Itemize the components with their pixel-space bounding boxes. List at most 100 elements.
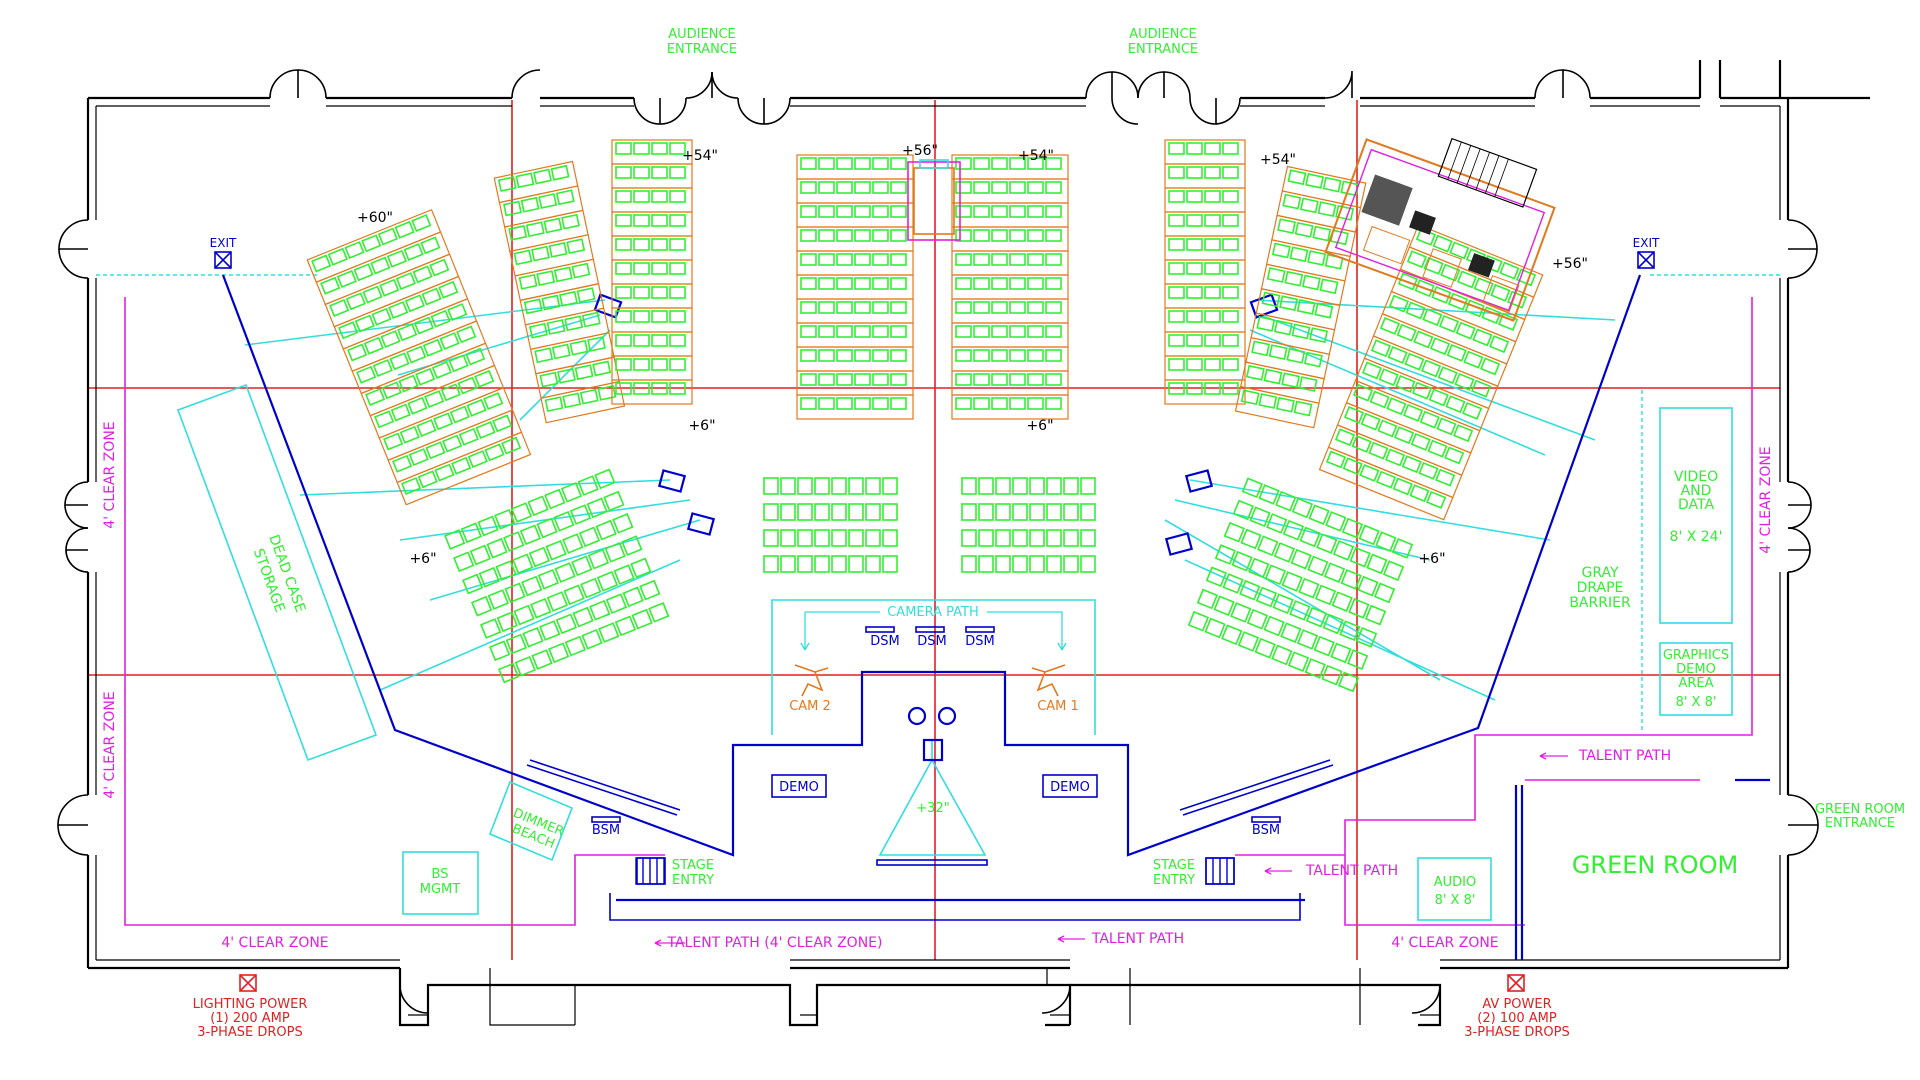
- seat: [596, 570, 619, 592]
- seat: [1401, 455, 1422, 474]
- control-booth: [1324, 137, 1556, 322]
- seat: [633, 166, 650, 179]
- seat: [615, 214, 632, 227]
- seat: [1027, 349, 1044, 362]
- seat: [1411, 381, 1433, 400]
- seat: [386, 249, 407, 268]
- seat: [955, 325, 972, 338]
- seat: [1395, 374, 1416, 393]
- seat: [589, 599, 611, 621]
- seat: [1449, 241, 1470, 260]
- talent-path-bottom-right: TALENT PATH: [1091, 931, 1184, 947]
- seat: [1382, 560, 1405, 581]
- seat: [503, 531, 525, 552]
- seat: [1204, 166, 1221, 179]
- seat: [1426, 490, 1447, 509]
- seat: [1045, 181, 1062, 194]
- stage-entry-steps: [635, 857, 1235, 885]
- bs-mgmt-1: BS: [432, 867, 449, 882]
- seat: [1293, 400, 1313, 417]
- seat: [1027, 301, 1044, 314]
- clear-zone-left-top: 4' CLEAR ZONE: [102, 421, 118, 528]
- seat: [1341, 517, 1364, 539]
- seat: [973, 349, 990, 362]
- seat: [1186, 142, 1203, 155]
- bsm-label-right: BSM: [1252, 823, 1280, 838]
- seat: [854, 373, 871, 386]
- riser-height-56-center: +56": [902, 143, 938, 159]
- seat: [814, 529, 830, 547]
- cam-2-label: CAM 2: [789, 699, 831, 714]
- seat: [1388, 294, 1410, 313]
- seat: [458, 427, 479, 446]
- seat: [669, 358, 686, 371]
- seat: [353, 263, 374, 282]
- seat: [1331, 591, 1353, 613]
- seat-block: [493, 160, 626, 424]
- seat: [1473, 277, 1494, 296]
- seat: [1516, 268, 1537, 287]
- riser-row: [796, 394, 914, 420]
- seat: [392, 454, 413, 473]
- seat: [1287, 651, 1310, 673]
- seat: [521, 575, 543, 597]
- video-data-size: 8' X 24': [1670, 529, 1723, 545]
- seat: [836, 349, 853, 362]
- seat: [1366, 553, 1388, 575]
- seat: [1012, 555, 1028, 573]
- av-power-1: AV POWER: [1482, 997, 1551, 1012]
- seat: [1375, 531, 1397, 552]
- seat: [1256, 316, 1276, 332]
- seat: [338, 321, 359, 340]
- seat: [1294, 221, 1314, 238]
- seat: [477, 515, 499, 537]
- seat: [615, 358, 632, 371]
- seat: [818, 349, 835, 362]
- seat: [991, 397, 1008, 410]
- seat: [1289, 246, 1309, 263]
- seat: [890, 181, 907, 194]
- seat: [651, 334, 668, 347]
- seat: [633, 238, 650, 251]
- seat: [1291, 497, 1314, 519]
- seat: [1204, 238, 1221, 251]
- seat: [1429, 337, 1451, 356]
- seat: [872, 205, 889, 218]
- seat: [1168, 238, 1185, 251]
- seat: [613, 564, 635, 585]
- seat: [1045, 349, 1062, 362]
- seat: [1409, 484, 1430, 503]
- drape-lines: [96, 274, 1780, 730]
- seat: [1009, 301, 1026, 314]
- seat: [496, 611, 518, 633]
- seat: [488, 640, 511, 662]
- seat: [561, 213, 580, 230]
- seat: [890, 349, 907, 362]
- seat: [872, 301, 889, 314]
- seat: [995, 503, 1011, 521]
- seat: [1351, 434, 1372, 453]
- seat: [530, 597, 552, 619]
- seat: [444, 529, 466, 550]
- seat: [578, 526, 601, 548]
- seat: [1358, 524, 1380, 546]
- seat: [973, 181, 990, 194]
- seat: [1301, 274, 1321, 291]
- seat: [978, 477, 994, 495]
- seat: [478, 566, 500, 588]
- seat: [836, 325, 853, 338]
- seat: [1373, 582, 1396, 604]
- seat: [1355, 627, 1378, 648]
- seat-block: [763, 477, 898, 573]
- seat: [1272, 593, 1294, 615]
- seat: [1222, 334, 1239, 347]
- seat: [594, 468, 616, 490]
- seat: [523, 298, 543, 315]
- seat: [572, 606, 594, 628]
- video-data-3: DATA: [1678, 497, 1714, 513]
- seat: [1045, 373, 1062, 386]
- seat: [669, 142, 686, 155]
- seat: [995, 555, 1011, 573]
- seat: [1045, 205, 1062, 218]
